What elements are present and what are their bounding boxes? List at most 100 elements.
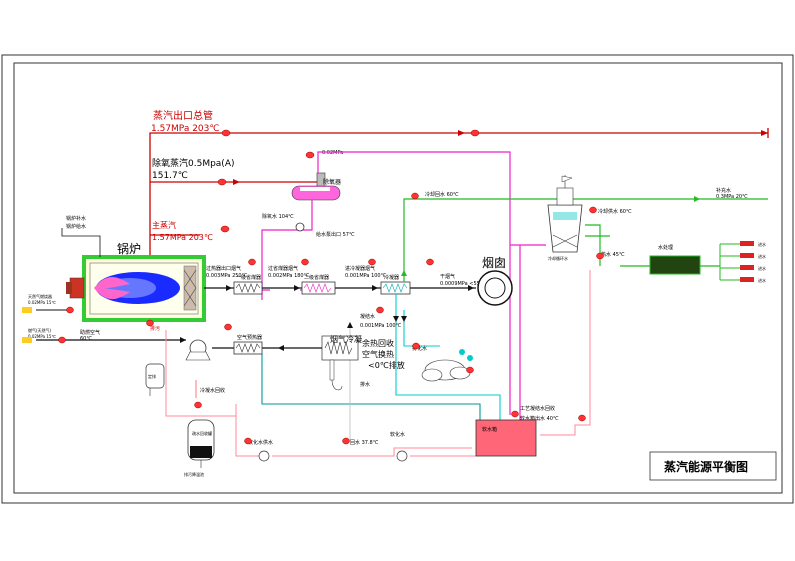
tank-outlet: 软水箱出水 40℃ <box>520 415 559 422</box>
fan <box>185 339 211 361</box>
cold-water-lines <box>395 294 501 420</box>
return-water-lines <box>261 354 481 420</box>
flue-after-boiler: 过热器出口烟气 <box>206 265 241 272</box>
softened-water: 软化水 <box>390 431 405 438</box>
soft-water-tank-label: 软水箱 <box>482 426 497 433</box>
blowdown-label: 排污 <box>150 325 160 332</box>
mist-label: 雾化水 <box>412 345 427 352</box>
soft-water-tank <box>475 419 537 457</box>
inner-frame <box>13 62 783 494</box>
title-box <box>649 451 777 481</box>
blowdown-tank-label: 定排 <box>148 373 156 379</box>
cooling-tower <box>547 175 583 253</box>
inlet-2: 进水 <box>758 253 766 259</box>
steam-header-label: 蒸汽出口总管 <box>153 109 213 122</box>
steam-arrow-2 <box>458 130 465 136</box>
blowdown-tank <box>145 363 165 396</box>
condenser <box>380 281 411 295</box>
inlets-right <box>719 241 754 282</box>
flue-after-econ2: 进冷凝器烟气 <box>345 265 375 272</box>
flue-after-econ1: 过省煤器烟气 <box>268 265 298 272</box>
economizer-2 <box>301 281 336 295</box>
drain-tank-label: 疏水回收罐 <box>192 430 212 436</box>
air-cooling-label: 空气换热 <box>362 349 394 359</box>
inlet-1: 进水 <box>758 241 766 247</box>
main-steam-label: 主蒸汽 <box>152 220 176 230</box>
hot-return: 回水 37.8℃ <box>350 439 379 446</box>
boiler <box>66 255 206 322</box>
deaerator-steam-temp: 151.7℃ <box>152 171 188 181</box>
water-treatment-label: 水处理 <box>658 244 673 251</box>
tower-note: 冷却循环水 <box>548 255 568 261</box>
condenser-label: 冷凝器 <box>384 274 399 281</box>
combustion-air-temp: 60℃ <box>80 336 92 342</box>
pump-feed-label: 给水泵出口 57℃ <box>316 231 355 238</box>
deaerator-pressure: 0.02MPa <box>322 150 343 156</box>
gas-supply-params: 0.02MPa 15℃ <box>28 300 56 305</box>
make-up-params: 0.3MPa 20℃ <box>716 194 748 200</box>
bottom-pumps <box>258 450 408 462</box>
boiler-water-line <box>61 228 101 257</box>
tower-return: 冷却回水 60℃ <box>425 191 459 198</box>
steam-header-line <box>149 128 769 262</box>
drain-out-label: 排污降温池 <box>184 471 204 477</box>
chimney-inner <box>484 277 506 299</box>
steam-header-arrow <box>761 130 768 136</box>
inlet-3: 进水 <box>758 265 766 271</box>
dry-flue-params: 0.0009MPa <55℃ <box>440 281 486 287</box>
air-low-label: <0℃排放 <box>368 360 405 370</box>
make-up: 补充水 <box>716 187 731 194</box>
inlet-4: 进水 <box>758 277 766 283</box>
outer-frame <box>1 54 794 504</box>
waste-heat-label: 余热回收 <box>362 338 394 348</box>
feed-pump <box>295 222 305 232</box>
diagram-title: 蒸汽能源平衡图 <box>664 459 748 474</box>
main-steam-params: 1.57MPa 203℃ <box>152 233 213 242</box>
feed-water-note: 锅炉给水 <box>66 223 86 230</box>
flame-pink <box>94 276 130 289</box>
boiler-water-label: 锅炉补水 <box>66 215 86 222</box>
steam-header-params: 1.57MPa 203℃ <box>151 124 220 134</box>
flue-inlet-params: 0.001MPa 100℃ <box>360 323 402 329</box>
deaerator <box>291 172 341 212</box>
condensate-recovery: 冷凝水回收 <box>200 387 225 394</box>
flue-cooler-label: 烟气冷凝 <box>330 334 362 344</box>
flue-after-econ2-params: 0.001MPa 100℃ <box>345 273 387 279</box>
chimney-label: 烟囱 <box>482 256 506 270</box>
cooling-arrow <box>694 196 700 202</box>
softened-supply: 软化水供水 <box>248 439 273 446</box>
water-treatment <box>649 255 701 275</box>
condensate-in: 凝结水 <box>360 313 375 320</box>
deaerator-steam-arrow <box>233 179 240 185</box>
drain-out: 排水 <box>360 381 370 388</box>
valves <box>58 192 604 445</box>
flue-after-boiler-params: 0.003MPa 250℃ <box>206 273 248 279</box>
gas2-params: 0.02MPa 15℃ <box>28 334 56 339</box>
warm-water-label: 热水 45℃ <box>601 251 625 258</box>
cooling-lines <box>403 198 768 282</box>
flow-arrows-small <box>347 316 407 328</box>
drain-tank <box>187 419 215 468</box>
header-valves <box>217 129 480 233</box>
combustion-air: 助燃空气 <box>80 329 100 336</box>
dearated-water-label: 除氧水 104℃ <box>262 213 294 220</box>
cooling-arrow-2 <box>401 270 407 276</box>
flue-after-econ1-params: 0.002MPa 180℃ <box>268 273 310 279</box>
air-preheater <box>233 341 263 355</box>
econ2-label: 二级省煤器 <box>304 274 329 281</box>
flue-cooler <box>321 335 359 391</box>
left-inlets <box>22 307 70 343</box>
air-preheater-label: 空气预热器 <box>237 334 262 341</box>
deaerator-steam-label: 除氧蒸汽0.5Mpa(A) <box>152 157 235 169</box>
dry-flue: 干烟气 <box>440 273 455 280</box>
econ1-label: 一级省煤器 <box>236 274 261 281</box>
flue-arrows <box>180 285 474 351</box>
deaerator-label: 除氧器 <box>323 178 341 186</box>
mist-cloud <box>421 349 473 382</box>
gas2: 燃气(天然气) <box>28 327 52 333</box>
gas-supply: 天然气燃烧器 <box>28 293 52 299</box>
boiler-label: 锅炉 <box>117 241 141 256</box>
economizer-1 <box>233 281 263 295</box>
process-condensate: 工艺凝结水回收 <box>520 405 555 412</box>
